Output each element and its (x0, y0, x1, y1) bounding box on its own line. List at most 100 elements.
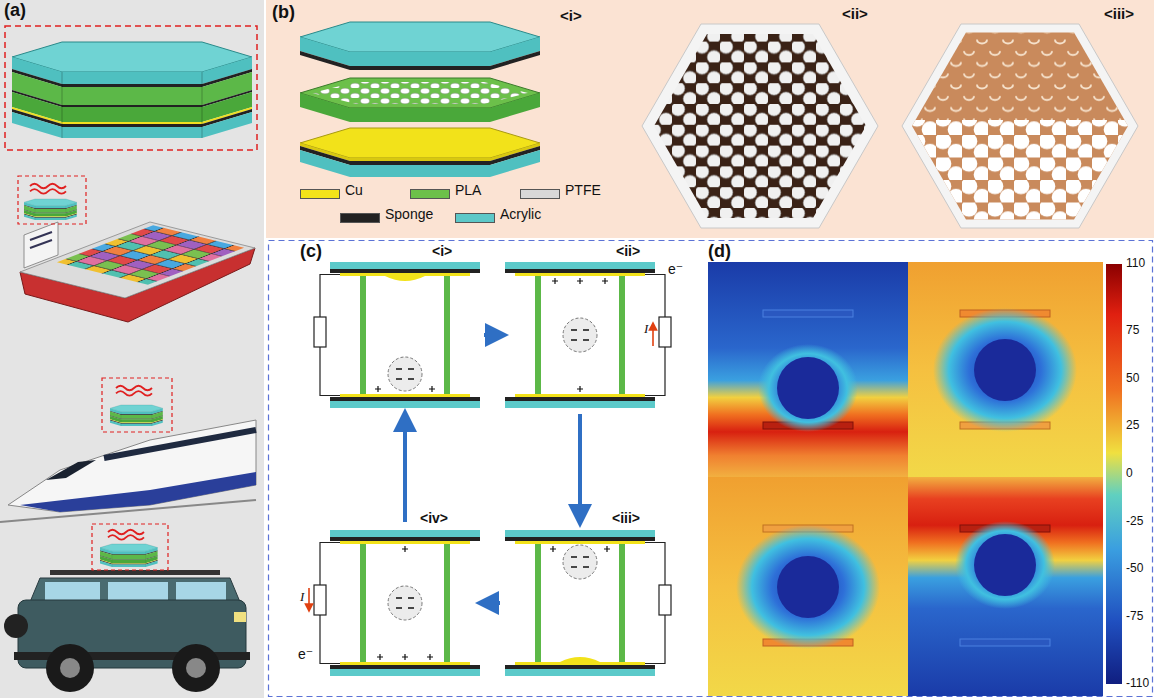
panel-a-art-part (46, 460, 96, 480)
panel-a-art-part (116, 386, 152, 396)
panel-a-art-part (108, 582, 168, 600)
panel-a-art-part (102, 378, 172, 432)
legend-swatch (340, 213, 380, 223)
working-cycle-part (314, 530, 480, 676)
panel-letter: (b) (272, 3, 295, 23)
panel-a-art-part-part (57, 225, 244, 285)
potential-maps-part (908, 262, 1103, 477)
working-cycle-part-part (645, 543, 671, 664)
exploded-view-part (300, 22, 540, 70)
potential-maps-part-part (974, 534, 1036, 596)
sub-panel-number: <iii> (612, 511, 640, 526)
working-cycle-part-part (402, 654, 408, 660)
exploded-view-part-part (300, 22, 540, 52)
panel-a-art-part (57, 225, 244, 285)
panel-a-art-part (24, 222, 58, 268)
exploded-view (300, 22, 540, 177)
panel-a-art-part (108, 530, 144, 540)
panel-a-art-part (4, 614, 28, 638)
working-cycle-part (505, 262, 671, 408)
sub-panel-number: <ii> (616, 244, 640, 259)
working-cycle-part (487, 601, 500, 605)
panel-a-art-part (104, 430, 256, 458)
exploded-view-part-part (300, 93, 540, 122)
working-cycle-part-part (375, 386, 381, 392)
panel-a-art-part (50, 570, 220, 575)
potential-maps-part (708, 262, 908, 477)
potential-maps-part-part (777, 357, 839, 419)
working-cycle-part-part (550, 546, 556, 552)
panel-a-art-part (12, 42, 252, 138)
panel-a-art-part (30, 232, 52, 248)
working-cycle-part-part (385, 276, 425, 281)
working-cycle-part-part (602, 278, 608, 284)
working-cycle-part-part (427, 654, 433, 660)
panel-a-art-part (8, 420, 256, 512)
working-cycle-part-part (563, 318, 597, 352)
colorbar-tick: 75 (1126, 324, 1139, 337)
potential-maps-part-part (736, 525, 880, 649)
working-cycle-part (578, 414, 582, 516)
photo-copper-layer-part (900, 120, 1140, 222)
working-cycle-part-part (552, 278, 558, 284)
colorbar-tick: 110 (1126, 257, 1145, 270)
panel-letter: (d) (708, 242, 731, 262)
exploded-view-part-part (312, 82, 528, 104)
potential-maps-part-part (708, 477, 908, 696)
working-cycle-part (314, 262, 480, 408)
electron-label: e⁻ (298, 647, 313, 662)
working-cycle-part-part (604, 546, 610, 552)
current-label: I (644, 322, 648, 336)
legend-swatch (300, 189, 340, 199)
exploded-view-part-part (300, 128, 540, 158)
working-cycle-part-part (330, 530, 480, 676)
colorbar-tick: 0 (1126, 467, 1133, 480)
photo-copper-layer-part (900, 30, 1140, 120)
legend-swatch (455, 213, 495, 223)
sub-panel-number: <ii> (842, 6, 868, 23)
potential-maps-part-part (974, 339, 1036, 401)
legend-text: Acrylic (500, 207, 541, 222)
panel-cd-frame (269, 241, 1153, 697)
working-cycle-part-part (314, 275, 340, 396)
colorbar-tick: -110 (1126, 677, 1149, 690)
potential-maps-part-part (777, 556, 839, 618)
working-cycle-part-part (377, 654, 383, 660)
panel-a-art-part (18, 176, 86, 224)
working-cycle-part-part (560, 657, 600, 662)
legend-swatch (410, 189, 450, 199)
working-cycle-part-part (429, 386, 435, 392)
colorbar-tick: -75 (1126, 610, 1143, 623)
panel-a-art-part (30, 184, 66, 194)
working-cycle-part-part (388, 357, 422, 391)
potential-maps-part-part (763, 310, 853, 317)
panel-a-art-part (234, 612, 246, 622)
exploded-view-part (300, 128, 540, 177)
panel-a-art-part (60, 658, 80, 678)
working-cycle-part (652, 326, 654, 346)
panel-b-ground (266, 0, 1154, 238)
panel-a-art-part (92, 524, 168, 570)
colorbar (1106, 264, 1122, 684)
panel-a-art-part (46, 644, 94, 692)
panel-a-art-part (176, 582, 226, 600)
sub-panel-number: <iii> (1104, 6, 1134, 23)
legend-swatch (520, 189, 560, 199)
working-cycle-part-part (314, 543, 340, 664)
photo-ball-layer-part (654, 34, 866, 218)
sub-panel-number: <iv> (420, 511, 448, 526)
colorbar-tick: -25 (1126, 515, 1143, 528)
working-cycle-part (484, 333, 497, 337)
panel-a-art-part (100, 544, 158, 567)
photo-copper-layer (900, 24, 1140, 228)
working-cycle-part-part (577, 278, 583, 284)
panel-a-art-part (186, 658, 206, 678)
working-cycle-part-part (505, 530, 655, 676)
working-cycle-part-part (505, 262, 655, 408)
panel-a-art-part (45, 582, 100, 600)
panel-a-art-part (24, 199, 77, 220)
current-label: I (300, 590, 304, 604)
colorbar-tick: 50 (1126, 372, 1139, 385)
working-cycle (309, 262, 671, 676)
